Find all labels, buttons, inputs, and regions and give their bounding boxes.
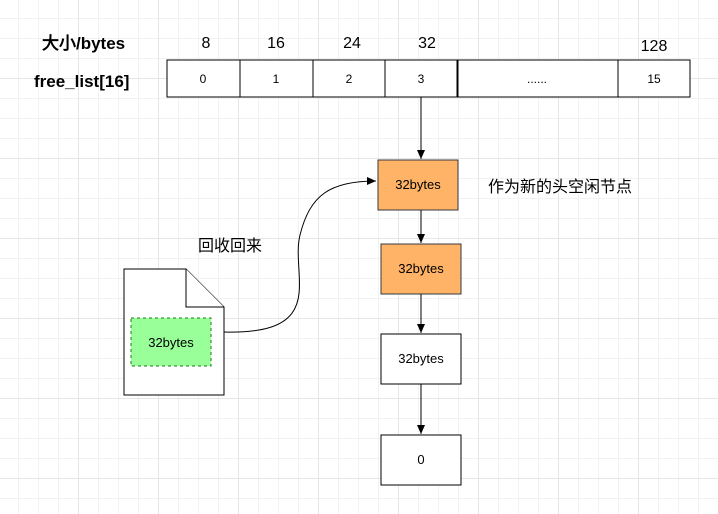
size-label-32: 32	[418, 35, 436, 52]
array-cell-2-label: 2	[346, 72, 353, 86]
array-cell-2	[312, 59, 386, 98]
size-label-16: 16	[267, 35, 285, 52]
size-label-24: 24	[343, 35, 361, 52]
size-label-8: 8	[202, 35, 211, 52]
array-cell-15	[617, 59, 691, 98]
reclaimed-annotation: 回收回来	[198, 237, 262, 255]
array-cell-0-label: 0	[200, 72, 207, 86]
list-node-3	[380, 333, 462, 385]
array-cell-1	[239, 59, 314, 98]
list-node-new-head	[377, 159, 459, 211]
document-fold-corner	[185, 269, 224, 308]
new-head-annotation: 作为新的头空闲节点	[488, 178, 632, 196]
array-cell-ellipsis-label: ......	[527, 72, 547, 86]
list-node-null	[380, 434, 462, 486]
list-node-null-label: 0	[417, 452, 424, 467]
free-list-label: free_list[16]	[34, 72, 129, 91]
list-node-2-label: 32bytes	[398, 261, 444, 276]
array-cell-ellipsis	[457, 59, 619, 98]
array-cell-0	[166, 59, 241, 98]
free-list-array: 0 1 2 3 ...... 15	[166, 59, 691, 98]
array-cell-1-label: 1	[273, 72, 280, 86]
recycled-block-label: 32bytes	[148, 335, 194, 350]
list-node-3-label: 32bytes	[398, 351, 444, 366]
size-label-128: 128	[641, 38, 668, 55]
array-cell-3	[384, 59, 458, 98]
array-cell-15-label: 15	[647, 72, 661, 86]
size-row-label: 大小/bytes	[42, 33, 125, 53]
list-node-new-head-label: 32bytes	[395, 177, 441, 192]
reclaim-curve-arrow	[223, 177, 377, 333]
array-cell-3-label: 3	[418, 72, 425, 86]
recycled-block	[130, 317, 212, 367]
